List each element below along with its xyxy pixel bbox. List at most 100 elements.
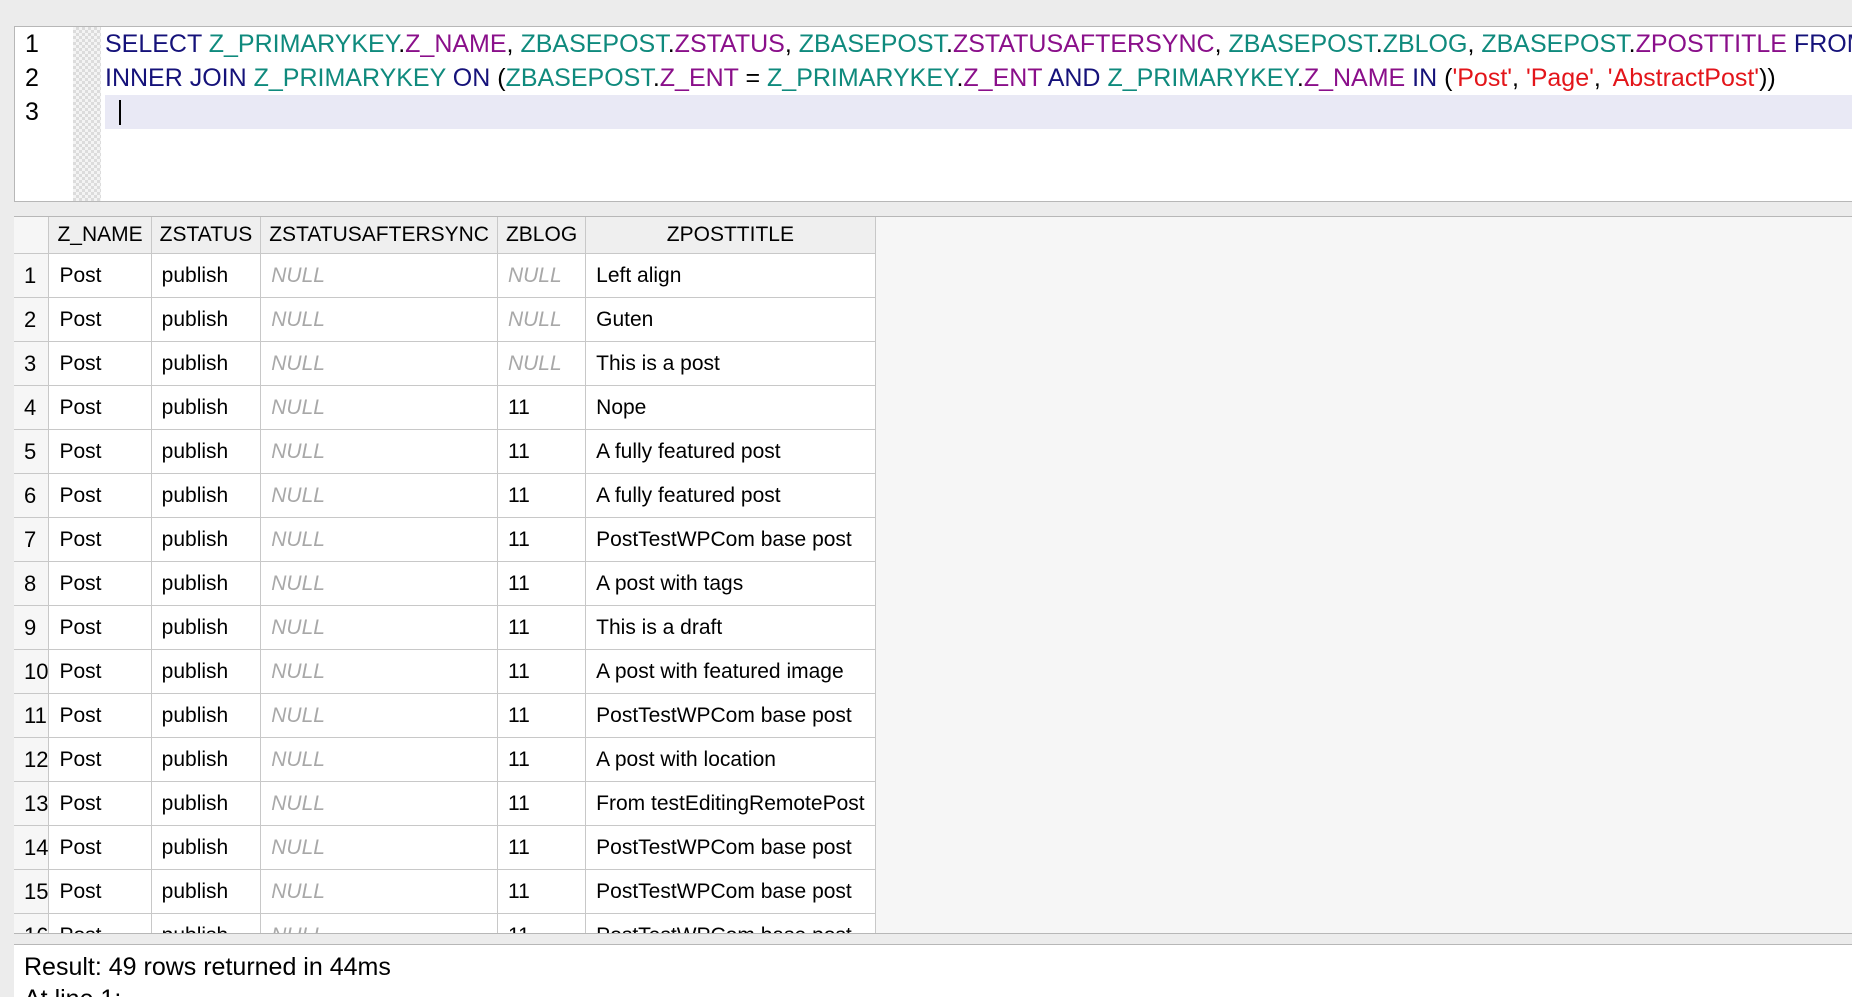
cell-z-name[interactable]: Post [48,429,152,474]
cell-zstatus[interactable]: publish [150,605,262,650]
cell-zstatusaftersync[interactable]: NULL [260,297,498,342]
column-header-zstatusaftersync[interactable]: ZSTATUSAFTERSYNC [260,217,498,254]
cell-zstatus[interactable]: publish [150,297,262,342]
row-number[interactable]: 12 [14,737,50,782]
cell-zstatus[interactable]: publish [150,385,262,430]
cell-zstatus[interactable]: publish [150,693,262,738]
cell-z-name[interactable]: Post [48,253,152,298]
row-number[interactable]: 8 [14,561,50,606]
row-number[interactable]: 2 [14,297,50,342]
cell-zstatusaftersync[interactable]: NULL [260,825,498,870]
cell-z-name[interactable]: Post [48,517,152,562]
cell-zblog[interactable]: 11 [496,781,587,826]
cell-zblog[interactable]: 11 [496,605,587,650]
cell-zstatusaftersync[interactable]: NULL [260,517,498,562]
row-number[interactable]: 1 [14,253,50,298]
cell-zblog[interactable]: 11 [496,825,587,870]
cell-zblog[interactable]: 11 [496,913,587,933]
cell-z-name[interactable]: Post [48,649,152,694]
cell-zblog[interactable]: 11 [496,649,587,694]
row-number[interactable]: 5 [14,429,50,474]
cell-zblog[interactable]: NULL [496,341,587,386]
cell-z-name[interactable]: Post [48,385,152,430]
cell-zstatusaftersync[interactable]: NULL [260,429,498,474]
cell-zblog[interactable]: 11 [496,693,587,738]
cell-zposttitle[interactable]: PostTestWPCom base post [585,693,876,738]
cell-zstatus[interactable]: publish [150,825,262,870]
cell-zposttitle[interactable]: PostTestWPCom base post [585,517,876,562]
cell-zblog[interactable]: 11 [496,385,587,430]
cell-zposttitle[interactable]: PostTestWPCom base post [585,913,876,933]
cell-zposttitle[interactable]: A fully featured post [585,473,876,518]
cell-zblog[interactable]: NULL [496,253,587,298]
cell-zstatusaftersync[interactable]: NULL [260,341,498,386]
cell-zblog[interactable]: 11 [496,429,587,474]
cell-zposttitle[interactable]: This is a draft [585,605,876,650]
row-number[interactable]: 3 [14,341,50,386]
cell-zstatus[interactable]: publish [150,517,262,562]
cell-zposttitle[interactable]: A post with featured image [585,649,876,694]
cell-zstatusaftersync[interactable]: NULL [260,693,498,738]
cell-z-name[interactable]: Post [48,605,152,650]
cell-z-name[interactable]: Post [48,737,152,782]
row-number[interactable]: 16 [14,913,50,933]
cell-zblog[interactable]: 11 [496,561,587,606]
cell-zstatus[interactable]: publish [150,781,262,826]
cell-zstatus[interactable]: publish [150,561,262,606]
cell-zstatusaftersync[interactable]: NULL [260,913,498,933]
cell-zstatus[interactable]: publish [150,341,262,386]
cell-z-name[interactable]: Post [48,561,152,606]
row-number[interactable]: 13 [14,781,50,826]
cell-z-name[interactable]: Post [48,473,152,518]
cell-z-name[interactable]: Post [48,297,152,342]
cell-zstatus[interactable]: publish [150,737,262,782]
row-number[interactable]: 9 [14,605,50,650]
row-number[interactable]: 6 [14,473,50,518]
cell-zblog[interactable]: 11 [496,737,587,782]
row-number[interactable]: 14 [14,825,50,870]
cell-zstatus[interactable]: publish [150,869,262,914]
cell-zposttitle[interactable]: A post with tags [585,561,876,606]
cell-zstatusaftersync[interactable]: NULL [260,649,498,694]
cell-zposttitle[interactable]: PostTestWPCom base post [585,825,876,870]
code-area[interactable]: SELECT Z_PRIMARYKEY.Z_NAME, ZBASEPOST.ZS… [105,27,1852,201]
cell-zblog[interactable]: 11 [496,517,587,562]
cell-zstatusaftersync[interactable]: NULL [260,561,498,606]
cell-z-name[interactable]: Post [48,693,152,738]
cell-zstatus[interactable]: publish [150,253,262,298]
cell-zposttitle[interactable]: Left align [585,253,876,298]
cell-zstatus[interactable]: publish [150,649,262,694]
code-line-3-current[interactable] [105,95,1852,129]
cell-z-name[interactable]: Post [48,781,152,826]
cell-zstatusaftersync[interactable]: NULL [260,869,498,914]
column-header-zstatus[interactable]: ZSTATUS [150,217,262,254]
row-number[interactable]: 4 [14,385,50,430]
cell-zstatusaftersync[interactable]: NULL [260,737,498,782]
cell-zstatus[interactable]: publish [150,913,262,933]
row-number[interactable]: 7 [14,517,50,562]
cell-zposttitle[interactable]: Nope [585,385,876,430]
cell-z-name[interactable]: Post [48,341,152,386]
cell-zblog[interactable]: 11 [496,473,587,518]
cell-zstatus[interactable]: publish [150,429,262,474]
cell-zstatusaftersync[interactable]: NULL [260,781,498,826]
cell-zposttitle[interactable]: PostTestWPCom base post [585,869,876,914]
cell-zposttitle[interactable]: From testEditingRemotePost [585,781,876,826]
cell-zstatusaftersync[interactable]: NULL [260,253,498,298]
column-header-z-name[interactable]: Z_NAME [48,217,152,254]
row-number[interactable]: 11 [14,693,50,738]
cell-z-name[interactable]: Post [48,913,152,933]
cell-zposttitle[interactable]: Guten [585,297,876,342]
results-grid[interactable]: Z_NAME ZSTATUS ZSTATUSAFTERSYNC ZBLOG ZP… [14,216,1852,934]
sql-editor[interactable]: 1 2 3 SELECT Z_PRIMARYKEY.Z_NAME, ZBASEP… [14,26,1852,202]
cell-zblog[interactable]: 11 [496,869,587,914]
